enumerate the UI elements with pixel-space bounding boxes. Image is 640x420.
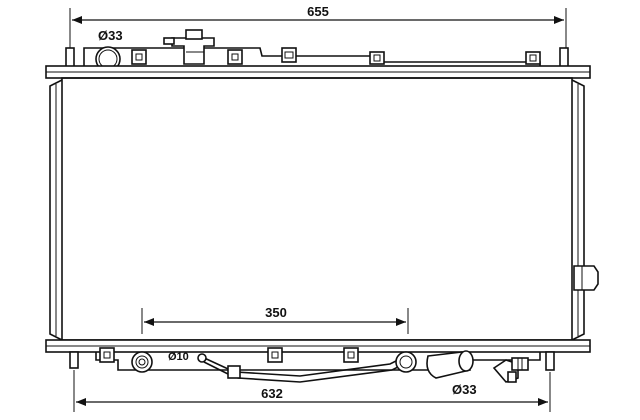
inner-span-label: 350 [265,305,287,320]
bottom-left-pin [69,351,79,369]
bottom-tank: Ø10 Ø33 [45,339,591,397]
oil-line-diameter-label: Ø10 [168,351,189,363]
radiator-core [49,77,599,341]
inner-span-dimension: 350 [141,305,409,334]
overall-width-label: 655 [307,4,329,19]
top-tank: Ø33 [45,28,591,79]
upper-inlet-diameter-label: Ø33 [98,28,123,43]
lower-outlet-diameter-label: Ø33 [452,382,477,397]
core-width-label: 632 [261,386,283,401]
top-right-pin [559,47,569,69]
bottom-right-pin [545,351,555,371]
overall-width-dimension: 655 [69,4,567,48]
core-width-dimension: 632 [73,370,551,412]
top-left-pin [65,47,75,69]
